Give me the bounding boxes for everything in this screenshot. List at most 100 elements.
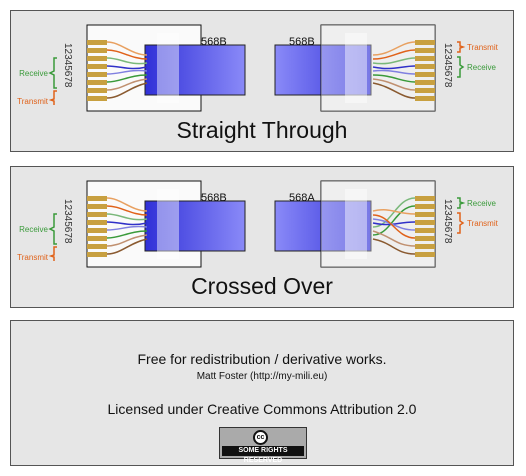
wire bbox=[372, 57, 416, 65]
wire bbox=[372, 230, 416, 247]
crossed-over-panel: 12345678 Receive Transmit 568B bbox=[10, 166, 514, 308]
right-pin-numbers: 12345678 bbox=[442, 199, 453, 244]
left-receive-bracket bbox=[48, 57, 57, 89]
right-pins bbox=[415, 40, 435, 101]
wire bbox=[106, 213, 148, 221]
pin bbox=[415, 56, 435, 61]
straight-through-diagram: 12345678 Receive Transmit 568B bbox=[17, 24, 499, 112]
wire bbox=[106, 74, 148, 83]
right-pins bbox=[415, 196, 435, 257]
wire bbox=[372, 41, 416, 56]
pin bbox=[415, 212, 435, 217]
wire bbox=[372, 78, 416, 91]
pin bbox=[415, 80, 435, 85]
pin bbox=[415, 40, 435, 45]
left-rj45-connector: 12345678 Receive Transmit 568B bbox=[17, 180, 246, 268]
pin bbox=[415, 236, 435, 241]
panel-caption: Crossed Over bbox=[191, 273, 333, 299]
right-wires-crossed bbox=[372, 197, 416, 255]
left-standard-label: 568B bbox=[201, 192, 227, 204]
pin bbox=[87, 72, 107, 77]
wire bbox=[106, 225, 148, 231]
left-plug-shine bbox=[157, 33, 179, 103]
left-receive-label: Receive bbox=[19, 225, 48, 234]
pin bbox=[87, 228, 107, 233]
pin bbox=[415, 88, 435, 93]
wire bbox=[106, 197, 148, 212]
right-transmit-bracket bbox=[457, 41, 466, 53]
pin bbox=[87, 96, 107, 101]
wire bbox=[372, 218, 416, 231]
cc-badge-text: SOME RIGHTS RESERVED bbox=[222, 446, 304, 464]
left-wires bbox=[106, 41, 148, 99]
pin bbox=[415, 228, 435, 233]
pin bbox=[415, 96, 435, 101]
pin bbox=[87, 212, 107, 217]
pin bbox=[415, 64, 435, 69]
right-rj45-connector: 12345678 Transmit Receive 568B bbox=[274, 24, 499, 112]
left-transmit-label: Transmit bbox=[17, 253, 49, 262]
pin bbox=[415, 244, 435, 249]
pin bbox=[415, 196, 435, 201]
pin bbox=[87, 40, 107, 45]
wire bbox=[372, 65, 416, 70]
wire bbox=[372, 49, 416, 60]
left-plug-shine bbox=[157, 189, 179, 259]
right-transmit-label: Transmit bbox=[467, 219, 499, 228]
wire bbox=[372, 221, 416, 226]
license-panel: Free for redistribution / derivative wor… bbox=[10, 320, 514, 466]
wire bbox=[106, 57, 148, 65]
pin bbox=[87, 196, 107, 201]
wire bbox=[106, 41, 148, 56]
left-transmit-bracket bbox=[48, 246, 57, 261]
right-plug-highlight bbox=[345, 189, 367, 259]
pin bbox=[87, 80, 107, 85]
straight-through-panel: 12345678 Receive Transmit 568B bbox=[10, 10, 514, 152]
pin bbox=[87, 220, 107, 225]
right-pin-numbers: 12345678 bbox=[442, 43, 453, 88]
wire bbox=[372, 205, 416, 236]
wire bbox=[106, 205, 148, 216]
wire bbox=[106, 238, 148, 255]
wire bbox=[372, 214, 416, 239]
pin bbox=[87, 88, 107, 93]
right-receive-label: Receive bbox=[467, 199, 496, 208]
left-rj45-connector: 12345678 Receive Transmit 568B bbox=[17, 24, 246, 112]
wire bbox=[106, 221, 148, 226]
license-redistribution-text: Free for redistribution / derivative wor… bbox=[137, 351, 387, 367]
cc-license-badge[interactable]: cc SOME RIGHTS RESERVED bbox=[219, 427, 307, 464]
right-cable bbox=[274, 200, 372, 252]
left-receive-label: Receive bbox=[19, 69, 48, 78]
left-standard-label: 568B bbox=[201, 36, 227, 48]
pin bbox=[87, 64, 107, 69]
left-pins bbox=[87, 40, 107, 101]
pin bbox=[87, 252, 107, 257]
wire bbox=[106, 230, 148, 239]
wire bbox=[106, 49, 148, 60]
right-cable bbox=[274, 44, 372, 96]
pin bbox=[87, 244, 107, 249]
pin bbox=[415, 72, 435, 77]
wire bbox=[372, 209, 416, 215]
wire bbox=[106, 78, 148, 91]
pin bbox=[415, 220, 435, 225]
wire bbox=[372, 82, 416, 99]
wire bbox=[106, 69, 148, 75]
right-rj45-connector: 12345678 Receive Transmit 568A bbox=[274, 180, 499, 268]
left-cable bbox=[144, 44, 246, 96]
left-pins bbox=[87, 196, 107, 257]
wire bbox=[106, 234, 148, 247]
wire bbox=[106, 82, 148, 99]
left-transmit-label: Transmit bbox=[17, 97, 49, 106]
left-transmit-bracket bbox=[48, 90, 57, 105]
pin bbox=[415, 48, 435, 53]
right-plug-highlight bbox=[345, 33, 367, 103]
wire bbox=[372, 74, 416, 83]
pin bbox=[87, 204, 107, 209]
pin bbox=[415, 252, 435, 257]
right-receive-label: Receive bbox=[467, 63, 496, 72]
right-standard-label: 568A bbox=[289, 192, 315, 204]
right-receive-bracket bbox=[457, 197, 466, 209]
right-transmit-bracket bbox=[457, 212, 465, 234]
pin bbox=[87, 48, 107, 53]
